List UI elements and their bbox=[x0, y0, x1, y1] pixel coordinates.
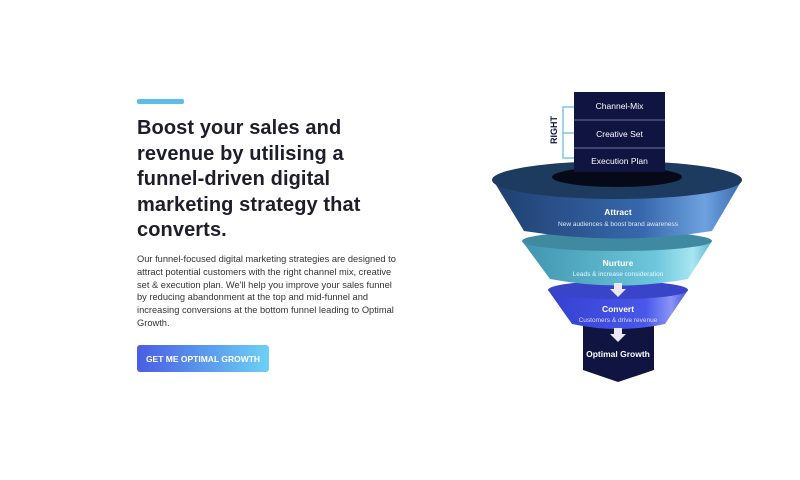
stage-title: Nurture bbox=[603, 258, 634, 268]
input-execution-plan: Execution Plan bbox=[591, 156, 648, 166]
stage-subtitle: Leads & increase consideration bbox=[573, 271, 664, 278]
arrow-down-icon bbox=[610, 328, 626, 342]
funnel-stage-attract: Attract New audiences & boost brand awar… bbox=[492, 161, 742, 239]
input-creative-set: Creative Set bbox=[596, 129, 643, 139]
hero-heading: Boost your sales and revenue by utilisin… bbox=[137, 117, 361, 241]
accent-bar bbox=[137, 99, 184, 104]
input-stack: Channel-Mix Creative Set Execution Plan bbox=[574, 92, 665, 172]
get-optimal-growth-button[interactable]: GET ME OPTIMAL GROWTH bbox=[137, 345, 269, 372]
stage-title: Convert bbox=[602, 304, 634, 314]
stage-subtitle: New audiences & boost brand awareness bbox=[558, 221, 679, 228]
funnel-stage-nurture: Nurture Leads & increase consideration bbox=[522, 231, 712, 286]
stage-title: Attract bbox=[604, 207, 632, 217]
input-channel-mix: Channel-Mix bbox=[596, 101, 644, 111]
hero-body: Our funnel-focused digital marketing str… bbox=[137, 254, 396, 328]
bracket-label: RIGHT bbox=[549, 116, 559, 145]
optimal-growth-block: Optimal Growth bbox=[583, 320, 654, 382]
arrow-down-icon bbox=[610, 283, 626, 297]
stage-subtitle: Customers & drive revenue bbox=[579, 317, 658, 324]
optimal-growth-label: Optimal Growth bbox=[586, 349, 650, 359]
right-bracket bbox=[562, 106, 574, 159]
